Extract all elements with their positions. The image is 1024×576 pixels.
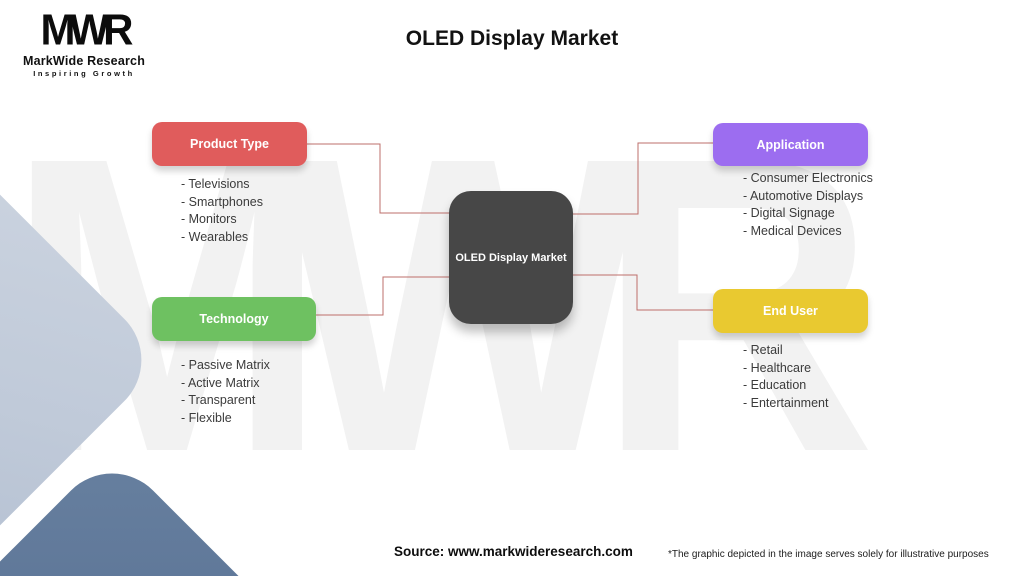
logo-company-name: MarkWide Research bbox=[22, 54, 146, 69]
list-item: - Wearables bbox=[181, 229, 249, 244]
source-credit: Source: www.markwideresearch.com bbox=[394, 544, 633, 559]
connector-application bbox=[572, 142, 714, 215]
end-user-list: - Retail - Healthcare - Education - Ente… bbox=[743, 342, 828, 412]
markwide-logo: MWR MarkWide Research Inspiring Growth bbox=[16, 5, 152, 79]
list-item: - Televisions bbox=[181, 177, 250, 191]
list-item: - Digital Signage bbox=[743, 206, 835, 221]
node-product-type: Product Type bbox=[152, 122, 307, 166]
technology-list: - Passive Matrix - Active Matrix - Trans… bbox=[181, 357, 270, 427]
center-node-oled-display-market: OLED Display Market bbox=[449, 191, 573, 324]
logo-mwr-monogram: MWR bbox=[40, 5, 134, 54]
list-item: - Healthcare bbox=[743, 360, 812, 375]
node-end-user: End User bbox=[713, 289, 868, 333]
product-type-list: - Televisions - Smartphones - Monitors -… bbox=[181, 176, 263, 246]
connector-end-user bbox=[572, 274, 714, 311]
node-technology: Technology bbox=[152, 297, 316, 341]
list-item: - Automotive Displays bbox=[743, 188, 864, 203]
application-list: - Consumer Electronics - Automotive Disp… bbox=[743, 170, 873, 240]
list-item: - Retail bbox=[743, 343, 783, 357]
connector-technology bbox=[315, 276, 450, 316]
list-item: - Entertainment bbox=[743, 395, 829, 410]
list-item: - Transparent bbox=[181, 393, 256, 408]
list-item: - Active Matrix bbox=[181, 375, 260, 390]
list-item: - Smartphones bbox=[181, 194, 263, 209]
list-item: - Consumer Electronics bbox=[743, 171, 873, 185]
list-item: - Education bbox=[743, 378, 807, 393]
list-item: - Medical Devices bbox=[743, 223, 842, 238]
connector-product-type bbox=[307, 143, 450, 214]
node-application: Application bbox=[713, 123, 868, 166]
page-title: OLED Display Market bbox=[405, 27, 619, 50]
logo-tagline: Inspiring Growth bbox=[33, 69, 135, 79]
disclaimer-note: *The graphic depicted in the image serve… bbox=[668, 549, 989, 560]
list-item: - Monitors bbox=[181, 212, 237, 227]
list-item: - Flexible bbox=[181, 410, 232, 425]
list-item: - Passive Matrix bbox=[181, 358, 270, 372]
